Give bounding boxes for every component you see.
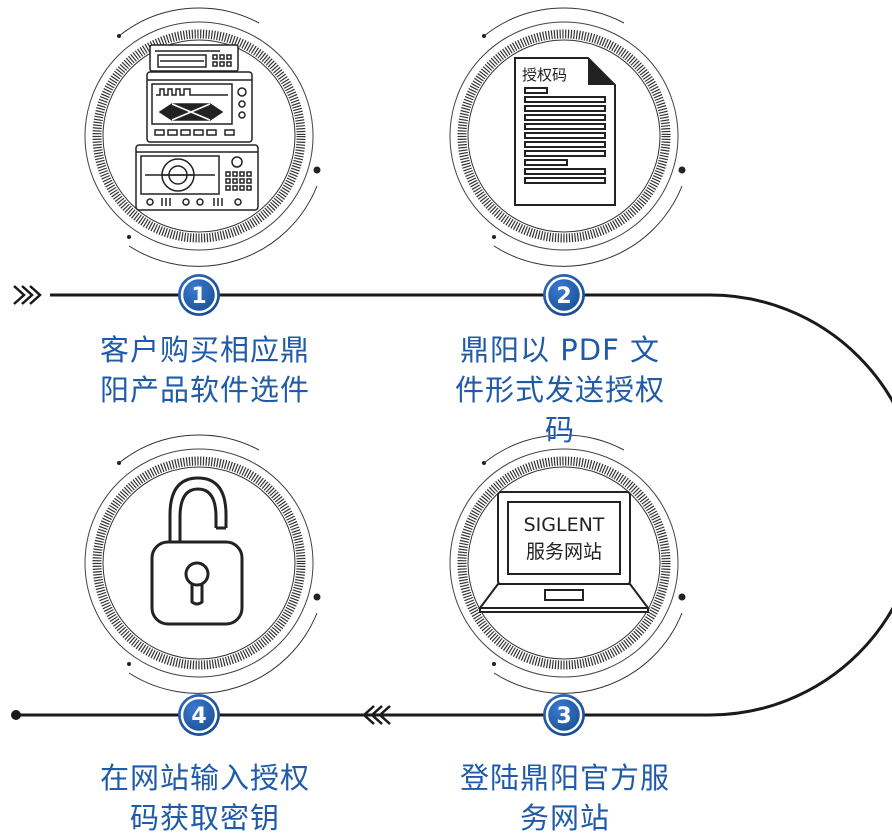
step-4-caption: 在网站输入授权 码获取密钥 — [55, 758, 355, 838]
instruments-icon — [135, 44, 259, 211]
padlock-icon — [150, 476, 244, 626]
circle-frame — [84, 434, 321, 694]
step-1-caption: 客户购买相应鼎 阳产品软件选件 — [55, 330, 355, 410]
step-badge-2: 2 — [543, 274, 585, 316]
document-heading: 授权码 — [522, 66, 567, 84]
step-1-caption-line: 客户购买相应鼎 — [99, 333, 310, 367]
step-badge-3: 3 — [543, 694, 585, 736]
step-2-caption-line: 码 — [544, 413, 575, 447]
step-2-caption: 鼎阳以 PDF 文 件形式发送授权 码 — [410, 330, 710, 450]
step-2-caption-line: 件形式发送授权 — [454, 373, 665, 407]
step-2-caption-line: 鼎阳以 PDF 文 — [460, 333, 660, 367]
step-3-caption-line: 务网站 — [519, 801, 610, 835]
document-icon: 授权码 — [514, 57, 616, 206]
step-4-caption-line: 码获取密钥 — [129, 801, 280, 835]
step-1-caption-line: 阳产品软件选件 — [99, 373, 310, 407]
step-badge-number: 2 — [556, 284, 571, 309]
step-badge-number: 3 — [556, 704, 571, 729]
step-badge-number: 1 — [191, 284, 206, 309]
flow-end-dot — [11, 710, 21, 720]
step-badge-number: 4 — [191, 704, 206, 729]
laptop-screen-line1: SIGLENT — [524, 514, 605, 536]
step-badge-1: 1 — [178, 274, 220, 316]
step-4-caption-line: 在网站输入授权 — [99, 761, 310, 795]
circle-frame — [449, 7, 686, 267]
circle-frame — [84, 7, 321, 267]
start-chevron-icon — [13, 285, 42, 305]
laptop-screen-line2: 服务网站 — [526, 541, 602, 563]
circle-frame — [449, 434, 686, 694]
return-chevron-icon — [362, 705, 391, 725]
laptop-icon: SIGLENT 服务网站 — [478, 491, 650, 613]
step-3-caption-line: 登陆鼎阳官方服 — [459, 761, 670, 795]
step-3-caption: 登陆鼎阳官方服 务网站 — [415, 758, 715, 838]
step-badge-4: 4 — [178, 694, 220, 736]
